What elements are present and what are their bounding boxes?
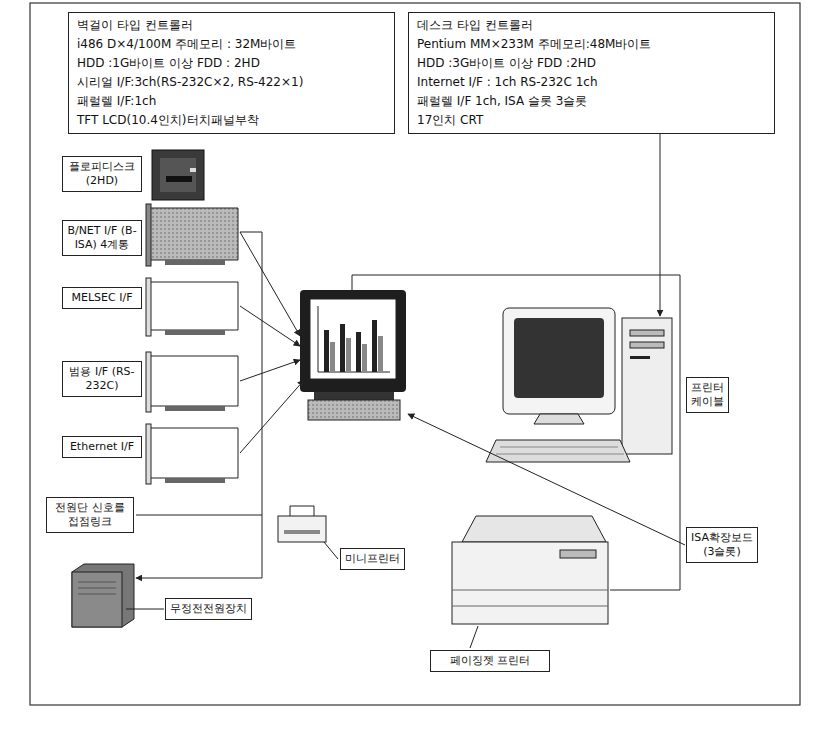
page-printer [452,516,608,624]
spec-box: 벽걸이 타입 컨트롤러i486 D×4/100M 주메모리 : 32M바이트HD… [68,12,395,134]
box-heading: MELSEC I/F [67,291,137,305]
part-label: 전원단 신호를 접점링크 [46,497,134,533]
spec-line: 패럴렐 I/F 1ch, ISA 슬롯 3슬롯 [417,92,766,111]
box-heading: 프린터 케이블 [691,381,724,409]
box-heading: ISA확장보드 (3슬롯) [691,531,753,559]
spec-line: 패럴렐 I/F:1ch [77,92,386,111]
part-label: B/NET I/F (B-ISA) 4계통 [62,220,142,256]
part-label: 미니프린터 [340,548,405,570]
ups-unit [72,564,134,627]
spec-line: Pentium MM×233M 주메모리:48M바이트 [417,35,766,54]
interface-board [146,204,238,266]
box-heading: 플로피디스크 (2HD) [67,160,137,188]
spec-line: Internet I/F : 1ch RS-232C 1ch [417,73,766,92]
spec-line: 17인치 CRT [417,111,766,130]
mini-printer [278,506,326,542]
part-label: 범용 I/F (RS-232C) [62,361,142,397]
spec-line: i486 D×4/100M 주메모리 : 32M바이트 [77,35,386,54]
box-heading: 범용 I/F (RS-232C) [67,365,137,393]
spec-line: HDD :3G바이트 이상 FDD :2HD [417,54,766,73]
part-label: 프린터 케이블 [686,377,729,413]
box-heading: B/NET I/F (B-ISA) 4계통 [67,224,137,252]
part-label: MELSEC I/F [62,287,142,309]
box-heading: 전원단 신호를 접점링크 [51,501,129,529]
desk-computer [486,308,672,462]
part-label: Ethernet I/F [62,436,142,458]
spec-line: TFT LCD(10.4인치)터치패널부착 [77,111,386,130]
part-label: 플로피디스크 (2HD) [62,156,142,192]
part-label: ISA확장보드 (3슬롯) [686,527,758,563]
box-heading: 데스크 타입 컨트롤러 [417,16,766,35]
spec-box: 데스크 타입 컨트롤러Pentium MM×233M 주메모리:48M바이트HD… [408,12,775,134]
wall-controller [300,290,406,420]
interface-board [146,424,238,484]
interface-board [146,352,238,412]
part-label: 페이징젯 프린터 [430,650,550,672]
spec-line: HDD :1G바이트 이상 FDD : 2HD [77,54,386,73]
box-heading: 벽걸이 타입 컨트롤러 [77,16,386,35]
box-heading: 무정전전원장치 [170,602,247,616]
figure-frame [30,3,800,705]
interface-board [146,278,238,336]
wire [126,130,685,648]
box-heading: 페이징젯 프린터 [435,654,545,668]
box-heading: 미니프린터 [345,552,400,566]
spec-line: 시리얼 I/F:3ch(RS-232C×2, RS-422×1) [77,73,386,92]
floppy-drive [152,150,204,200]
part-label: 무정전전원장치 [165,598,252,620]
box-heading: Ethernet I/F [67,440,137,454]
